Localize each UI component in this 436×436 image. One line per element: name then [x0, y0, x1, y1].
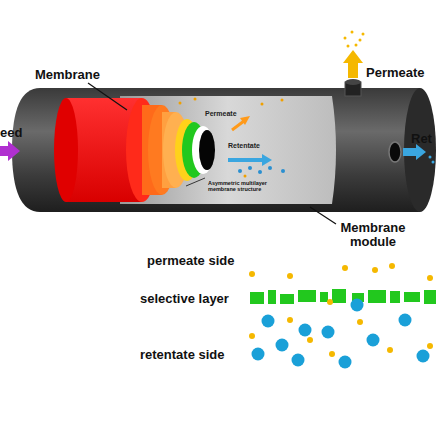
permeate-molecule [342, 265, 348, 271]
stream-label: eed [0, 126, 22, 140]
tube-bore [199, 130, 215, 170]
retentate-molecule [299, 324, 312, 337]
permeate-molecule [387, 347, 393, 353]
leader-line [88, 83, 127, 110]
selective-layer-segment [280, 294, 294, 304]
selective-layer-segment [332, 289, 346, 303]
membrane-detail [249, 263, 436, 369]
retentate-molecule [351, 299, 364, 312]
permeate-molecule [427, 275, 433, 281]
cutaway [120, 96, 336, 204]
retentate-molecule [417, 350, 430, 363]
side-label: permeate side [147, 254, 234, 268]
retentate-arrow [403, 144, 435, 164]
permeate-molecule [327, 299, 333, 305]
stream-label: Ret [411, 132, 432, 146]
permeate-molecule [389, 263, 395, 269]
shell-end [404, 88, 436, 212]
retentate-molecule [322, 326, 335, 339]
retentate-molecule [262, 315, 275, 328]
selective-layer-segment [390, 291, 400, 303]
permeate-molecule [287, 317, 293, 323]
layer-label: selective layer [140, 292, 229, 306]
selective-layer-segment [368, 290, 386, 303]
flow-label: Permeate [205, 110, 237, 118]
permeate-outlet [345, 79, 361, 85]
part-label: Membrane [35, 68, 100, 82]
retentate-molecule [399, 314, 412, 327]
stream-label: Permeate [366, 66, 425, 80]
leader-line [186, 178, 205, 186]
flow-label: Retentate [228, 142, 260, 150]
selective-layer-segment [424, 290, 436, 304]
retentate-molecule [252, 348, 265, 361]
retentate-molecule [339, 356, 352, 369]
permeate-molecule [329, 351, 335, 357]
retentate-outlet [389, 142, 401, 162]
permeate-arrow [343, 31, 365, 79]
inner-tube [192, 126, 214, 174]
selective-layer-segment [268, 290, 276, 304]
structure-label: Asymmetric multilayer membrane structure [208, 180, 274, 192]
leader-line [310, 207, 336, 224]
selective-layer-segment [250, 292, 264, 304]
selective-layer-segment [320, 292, 328, 302]
permeate-molecule [307, 337, 313, 343]
membrane-layer [54, 98, 78, 202]
feed-arrow [0, 141, 20, 161]
permeate-molecule [357, 319, 363, 325]
selective-layer-segment [404, 292, 420, 302]
retentate-molecule [276, 339, 289, 352]
permeate-molecule [249, 333, 255, 339]
selective-layer-segment [298, 290, 316, 302]
side-label: retentate side [140, 348, 225, 362]
permeate-flow [179, 98, 284, 131]
retentate-molecule [292, 354, 305, 367]
permeate-molecule [372, 267, 378, 273]
retentate-molecule [367, 334, 380, 347]
permeate-molecule [287, 273, 293, 279]
part-label: Membrane module [338, 221, 408, 250]
retentate-flow [228, 154, 285, 178]
permeate-molecule [427, 343, 433, 349]
permeate-molecule [249, 271, 255, 277]
module-shell [12, 88, 420, 212]
